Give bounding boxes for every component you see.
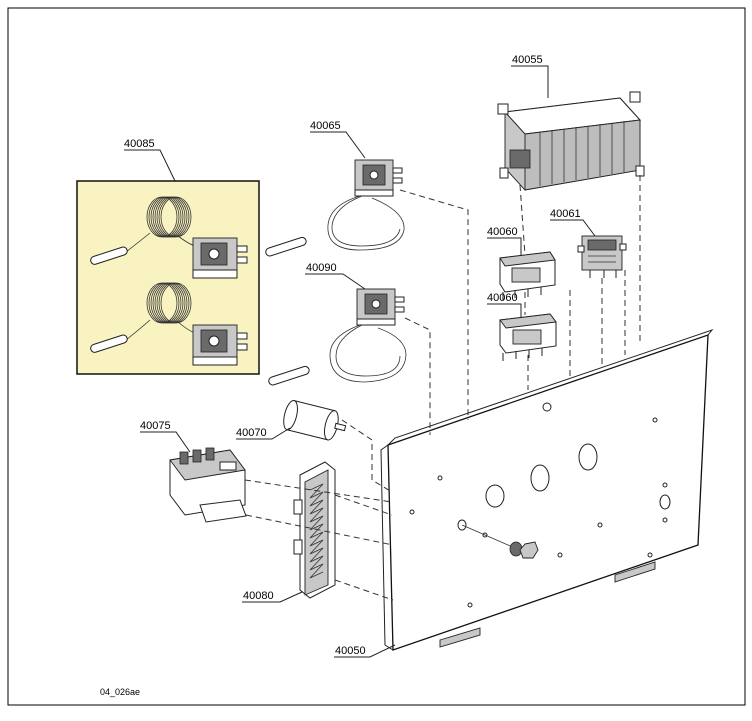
callout-40070: 40070	[236, 427, 267, 439]
capacitor-part-40070[interactable]	[281, 399, 348, 443]
bracket-part-40080[interactable]	[293, 461, 336, 599]
thermostat-part-lower[interactable]	[90, 282, 248, 366]
callout-40090: 40090	[306, 262, 337, 274]
callout-40061: 40061	[550, 208, 581, 220]
callout-40060-lower: 40060	[487, 292, 518, 304]
relay-part-40061[interactable]	[577, 235, 627, 278]
thermostat-part-40065[interactable]	[265, 159, 405, 257]
terminal-part-40075[interactable]	[169, 447, 247, 523]
thermostat-part-40090[interactable]	[268, 288, 407, 386]
callout-40060-upper: 40060	[487, 226, 518, 238]
callout-40080: 40080	[243, 590, 274, 602]
callout-40085: 40085	[124, 138, 155, 150]
callout-40065: 40065	[310, 120, 341, 132]
callout-40055: 40055	[512, 54, 543, 66]
callout-leaders	[124, 65, 596, 658]
callout-40075: 40075	[140, 420, 171, 432]
assembly-guide-lines	[244, 175, 641, 601]
drawing-code: 04_026ae	[100, 687, 140, 697]
thermostat-part-upper[interactable]	[90, 196, 248, 279]
mounting-panel-40050[interactable]	[380, 328, 714, 651]
relay-part-40060-lower[interactable]	[499, 313, 557, 361]
relay-part-40060-upper[interactable]	[499, 251, 556, 300]
timer-part-40055[interactable]	[497, 91, 645, 191]
drawing-frame	[7, 7, 746, 706]
callout-40050: 40050	[335, 645, 366, 657]
